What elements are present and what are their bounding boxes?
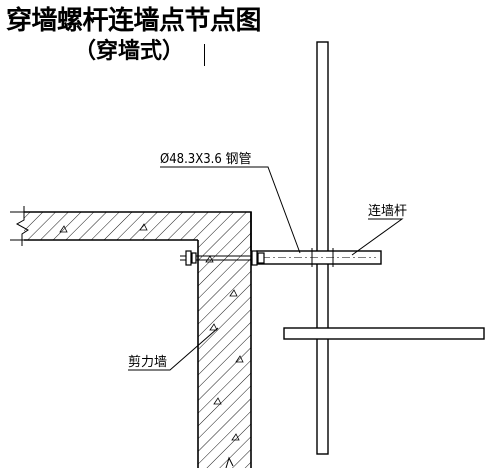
vertical-standard-tube: [316, 41, 329, 455]
diagram-title: 穿墙螺杆连墙点节点图: [6, 6, 262, 36]
horizontal-ledger-tube: [283, 327, 485, 340]
title-cursor-mark: [204, 44, 205, 66]
shear-wall-label: 剪力墙: [128, 354, 167, 370]
leader-lines: [128, 166, 404, 371]
pipe-spec-label: Ø48.3X3.6 钢管: [160, 152, 252, 167]
wall-tie-pipe: [180, 248, 382, 267]
diagram-subtitle: （穿墙式）: [74, 38, 185, 64]
shear-wall: [59, 212, 252, 468]
wall-tie-label: 连墙杆: [368, 203, 407, 219]
